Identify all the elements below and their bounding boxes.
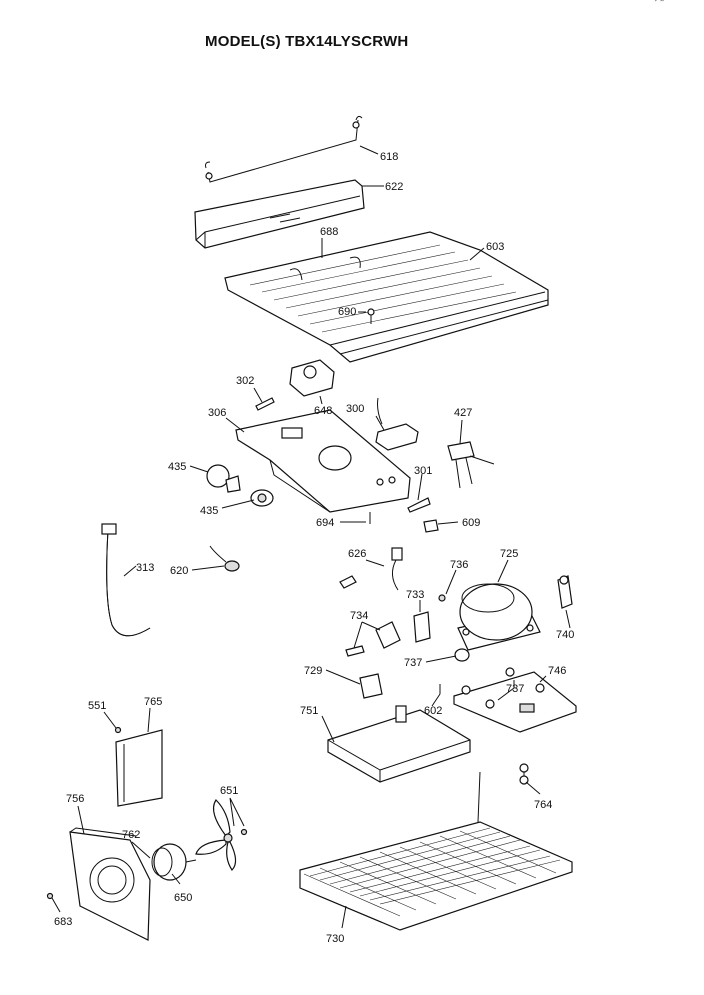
part-603-cover: [224, 231, 549, 363]
part-751-drain-pan: [327, 705, 471, 783]
part-620-sensor: [209, 545, 240, 572]
callout-736: 736: [450, 559, 468, 571]
callout-300: 300: [346, 403, 364, 415]
callout-427: 427: [454, 407, 472, 419]
part-626-harness: [339, 547, 403, 591]
callout-301: 301: [414, 465, 432, 477]
callout-609: 609: [462, 517, 480, 529]
callout-737-upper: 737: [404, 657, 422, 669]
part-435-socket: [250, 489, 274, 507]
callout-690: 690: [338, 306, 356, 318]
part-690-screw: [367, 308, 375, 324]
part-756-shroud: [69, 827, 151, 941]
callout-740: 740: [556, 629, 574, 641]
part-730-condenser: [299, 771, 573, 931]
corner-mark: ’ ”: [654, 0, 664, 10]
callout-729: 729: [304, 665, 322, 677]
callout-737-lower: 737: [506, 683, 524, 695]
callout-551: 551: [88, 700, 106, 712]
callout-302: 302: [236, 375, 254, 387]
part-651-fan-blade: [195, 799, 248, 871]
part-736-grommet: [438, 594, 446, 602]
part-302-pin: [255, 397, 275, 411]
diagram-title: MODEL(S) TBX14LYSCRWH: [205, 33, 409, 50]
part-765-panel: [115, 729, 163, 807]
callout-683: 683: [54, 916, 72, 928]
callout-746: 746: [548, 665, 566, 677]
callout-620: 620: [170, 565, 188, 577]
part-683-screw: [46, 892, 54, 900]
callout-labels: 618 622 688 603 690 302 648 306 300 427 …: [54, 151, 574, 945]
part-648-timer: [289, 359, 335, 397]
part-734-relay: [345, 621, 401, 657]
part-435-bulb: [206, 464, 241, 493]
callout-618: 618: [380, 151, 398, 163]
callout-626: 626: [348, 548, 366, 560]
callout-730: 730: [326, 933, 344, 945]
callout-650: 650: [174, 892, 192, 904]
part-737-grommet: [454, 648, 470, 662]
callout-306: 306: [208, 407, 226, 419]
callout-602: 602: [424, 705, 442, 717]
part-740-capacitor: [557, 575, 573, 609]
part-650-fan-motor: [151, 843, 197, 881]
callout-313: 313: [136, 562, 154, 574]
part-313-drain-tube: [101, 523, 151, 637]
callout-734: 734: [350, 610, 368, 622]
callout-688: 688: [320, 226, 338, 238]
callout-694: 694: [316, 517, 334, 529]
callout-435-socket: 435: [200, 505, 218, 517]
callout-762: 762: [122, 829, 140, 841]
callout-603: 603: [486, 241, 504, 253]
callout-651: 651: [220, 785, 238, 797]
part-427-relay: [447, 441, 495, 489]
part-729-cover: [359, 673, 383, 699]
part-300-thermostat: [375, 397, 419, 451]
part-746-bracket: [453, 667, 577, 733]
callout-648: 648: [314, 405, 332, 417]
part-609-clip: [423, 519, 439, 533]
part-301-switch: [407, 497, 431, 513]
part-725-compressor: [457, 583, 541, 651]
part-764-grommet: [519, 763, 529, 785]
callout-435-bulb: 435: [168, 461, 186, 473]
callout-751: 751: [300, 705, 318, 717]
callout-765: 765: [144, 696, 162, 708]
part-551-screw: [114, 726, 122, 734]
part-618-wire: [205, 115, 363, 183]
callout-756: 756: [66, 793, 84, 805]
callout-764: 764: [534, 799, 552, 811]
part-733-overload: [413, 611, 431, 643]
callout-725: 725: [500, 548, 518, 560]
part-622-channel: [194, 179, 365, 249]
part-306-control-bracket: [235, 409, 411, 513]
callout-733: 733: [406, 589, 424, 601]
callout-622: 622: [385, 181, 403, 193]
leader-lines: [51, 145, 571, 929]
